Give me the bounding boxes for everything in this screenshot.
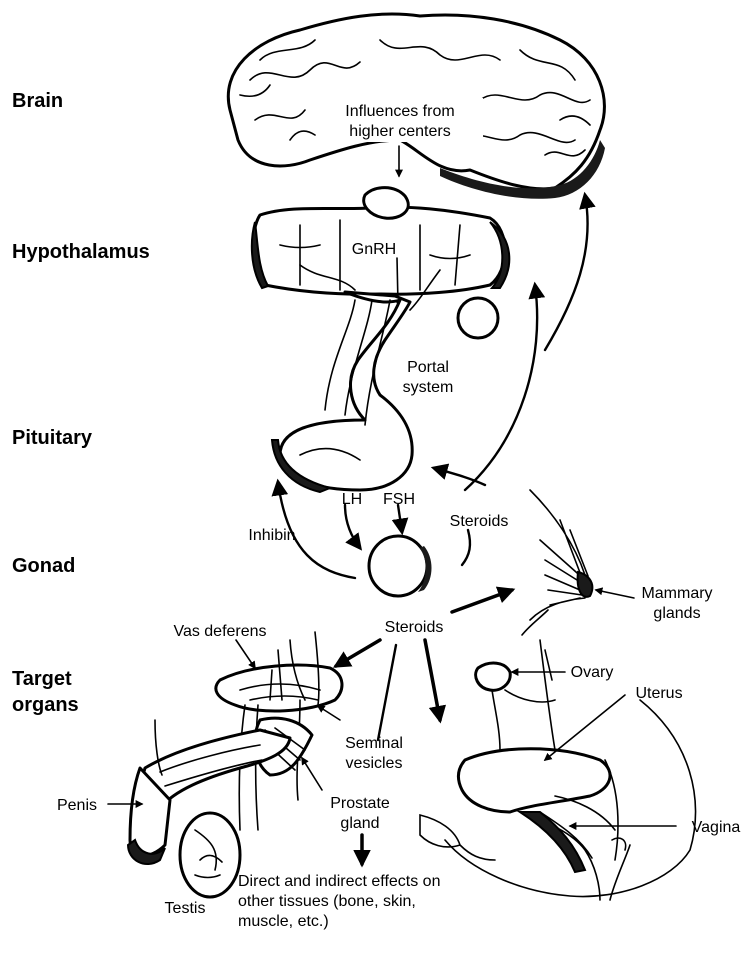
vas-deferens-label: Vas deferens [173,623,266,640]
steroids-to-male-arrow [336,640,380,666]
seminal-label-line1: Seminal [345,735,403,752]
steroids-to-brain-arrow [545,195,588,350]
influences-label-line2: higher centers [349,123,450,140]
steroids-lower-label: Steroids [385,619,444,636]
lh-label: LH [342,491,362,508]
ovary-label: Ovary [571,664,614,681]
vas-deferens-arrow [236,640,255,668]
lh-arrow [345,505,360,548]
hypothalamus-illustration [252,188,509,338]
portal-label-line2: system [403,379,454,396]
influences-label-line1: Influences from [345,103,454,120]
fsh-label: FSH [383,491,415,508]
seminal-arrow [318,706,340,720]
vagina-label: Vagina [692,819,741,836]
prostate-label-line1: Prostate [330,795,390,812]
uterus-arrow [545,695,625,760]
gnrh-label: GnRH [352,241,396,258]
fsh-arrow [398,505,402,532]
prostate-arrow [302,758,322,790]
male-organs-illustration [128,632,342,897]
steroids-upper-label: Steroids [450,513,509,530]
uterus-label: Uterus [635,685,682,702]
seminal-label-line2: vesicles [346,755,403,772]
steroids-link-line [462,530,470,565]
mammary-arrow [596,590,634,598]
inhibin-label: Inhibin [248,527,295,544]
mammary-label-line2: glands [653,605,700,622]
effects-label-line1: Direct and indirect effects on [238,873,440,890]
mammary-illustration [522,490,592,635]
female-organs-illustration [420,640,696,900]
pituitary-illustration [272,292,412,492]
penis-label: Penis [57,797,97,814]
prostate-label-line2: gland [340,815,379,832]
portal-label-line1: Portal [407,359,449,376]
steroids-to-mammary-arrow [452,590,512,612]
mammary-label-line1: Mammary [641,585,712,602]
steroids-to-seminal-line [378,645,396,740]
steroids-to-female-arrow [425,640,440,720]
effects-label-line2: other tissues (bone, skin, [238,893,416,910]
testis-label: Testis [165,900,206,917]
gonad-illustration [369,536,427,596]
effects-label-line3: muscle, etc.) [238,913,329,930]
